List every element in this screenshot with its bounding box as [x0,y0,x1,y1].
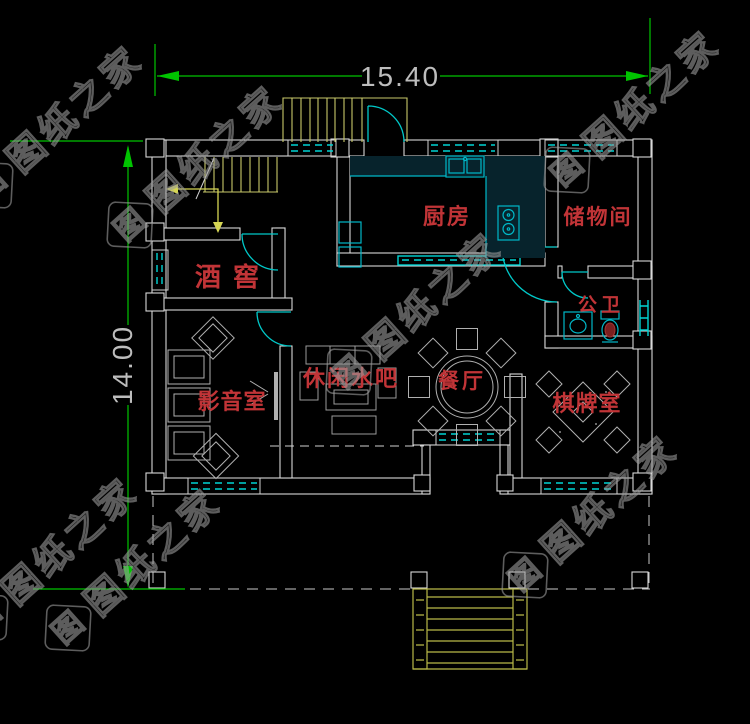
bathroom-sink [563,311,593,340]
window-bottom-1 [187,477,261,495]
structural-columns [145,138,652,589]
projection-screen [249,372,278,420]
window-kitchen-pass [397,255,521,266]
media-room-door [256,311,292,347]
room-label-chess-room: 棋牌室 [552,391,621,416]
lounge-furniture [299,345,397,435]
watermark-text: 图纸之家 [358,225,510,368]
kitchen-sink [445,155,485,178]
bathroom-door [561,271,589,299]
entry-door [367,105,405,143]
terrace-outline [152,445,650,590]
room-label-storage: 储物间 [564,205,633,229]
top-exterior-stair [282,97,408,142]
dimension-height-label: 14.00 [107,325,138,405]
room-label-lounge-bar: 休闲水吧 [302,366,399,391]
bottom-exterior-stair [412,588,528,670]
room-labels: 厨房 储物间 酒窖 公卫 影音室 休闲水吧 餐厅 棋牌室 [195,204,633,416]
kitchen-cabinet [338,221,362,268]
media-room-furniture [167,316,278,480]
watermark-stamp-glyph: 图 [503,553,547,598]
room-label-kitchen: 厨房 [423,204,471,229]
window-top-1 [287,139,337,157]
window-bathroom-right [639,300,649,336]
dimension-width-label: 15.40 [360,61,440,92]
interior-stair [166,157,278,233]
dimension-left: 14.00 [10,140,185,590]
room-label-media-room: 影音室 [197,389,266,414]
dimension-top: 15.40 [154,18,651,96]
wine-cellar-door [241,233,279,271]
watermark: 图 图纸之家 [0,37,152,209]
toilet [600,310,620,343]
watermark-stamp-glyph: 图 [0,595,8,640]
kitchen-fixtures [338,155,545,268]
bathroom-fixtures [563,310,620,343]
watermark-stamp-glyph: 图 [46,606,90,651]
room-label-dining-room: 餐厅 [438,369,486,393]
mahjong-table-set [535,370,631,454]
room-label-bathroom: 公卫 [578,294,624,316]
window-top-3 [544,139,618,157]
window-bottom-2 [540,477,618,495]
dining-table-set [408,328,526,446]
stair-direction-arrow [172,188,219,224]
stove [497,205,520,241]
watermark-text: 图纸之家 [534,428,686,571]
room-label-wine-cellar: 酒窖 [195,262,271,292]
window-left [151,249,169,291]
